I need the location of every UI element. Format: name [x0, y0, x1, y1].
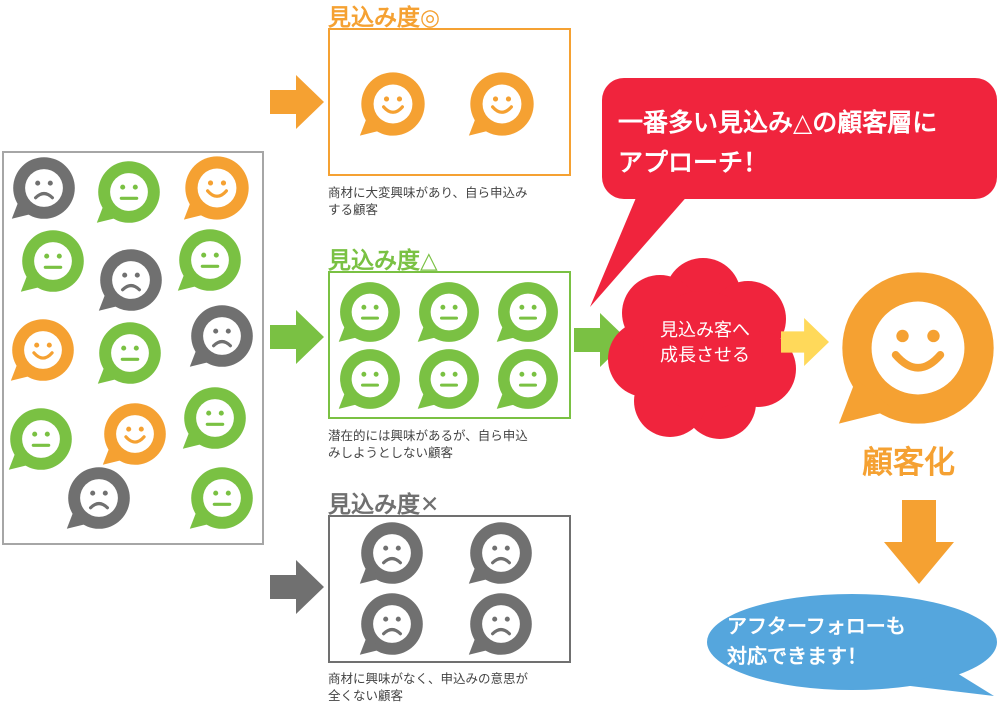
smile-face-icon	[466, 68, 538, 140]
arrow-down-icon	[884, 500, 954, 584]
smile-face-icon	[357, 68, 429, 140]
callout-text: 一番多い見込み△の顧客層に アプローチ！	[618, 108, 938, 177]
sad-face-icon	[187, 301, 257, 371]
sad-face-icon	[357, 589, 427, 659]
followup-text: アフターフォローも 対応できます！	[727, 614, 906, 668]
section-desc-high: 商材に大変興味があり、自ら申込み する顧客	[328, 185, 528, 217]
neutral-face-icon	[415, 278, 483, 346]
section-title-low: 見込み度✕	[328, 492, 440, 518]
sad-face-icon	[466, 518, 536, 588]
neutral-face-icon	[494, 278, 562, 346]
sad-face-icon	[64, 463, 134, 533]
neutral-face-icon	[175, 225, 245, 295]
neutral-face-icon	[415, 345, 483, 413]
sad-face-icon	[466, 589, 536, 659]
arrow-right-icon	[270, 75, 324, 129]
section-desc-low: 商材に興味がなく、申込みの意思が 全くない顧客	[328, 671, 529, 703]
neutral-face-icon	[94, 157, 164, 227]
arrow-right-icon	[270, 560, 324, 614]
sad-face-icon	[357, 518, 427, 588]
arrow-right-icon	[574, 313, 628, 367]
neutral-face-icon	[494, 345, 562, 413]
neutral-face-icon	[336, 278, 404, 346]
customer-label: 顧客化	[862, 445, 955, 481]
neutral-face-icon	[187, 463, 257, 533]
neutral-face-icon	[336, 345, 404, 413]
section-title-mid: 見込み度△	[328, 248, 438, 274]
sad-face-icon	[9, 153, 79, 223]
customer-smile-face-icon	[832, 262, 1000, 434]
smile-face-icon	[181, 152, 253, 224]
flower-text: 見込み客へ 成長させる	[660, 320, 750, 366]
smile-face-icon	[100, 399, 170, 469]
neutral-face-icon	[180, 383, 250, 453]
neutral-face-icon	[18, 226, 88, 296]
smile-face-icon	[8, 315, 78, 385]
section-title-high: 見込み度◎	[328, 5, 441, 31]
sad-face-icon	[96, 245, 166, 315]
growth-flower-shape	[608, 258, 796, 439]
section-desc-mid: 潜在的には興味があるが、自ら申込 みしようとしない顧客	[328, 428, 528, 460]
neutral-face-icon	[95, 318, 165, 388]
followup-bubble	[707, 594, 997, 696]
arrow-right-icon	[781, 318, 829, 366]
arrow-right-icon	[270, 310, 324, 364]
callout-bubble	[590, 78, 997, 307]
